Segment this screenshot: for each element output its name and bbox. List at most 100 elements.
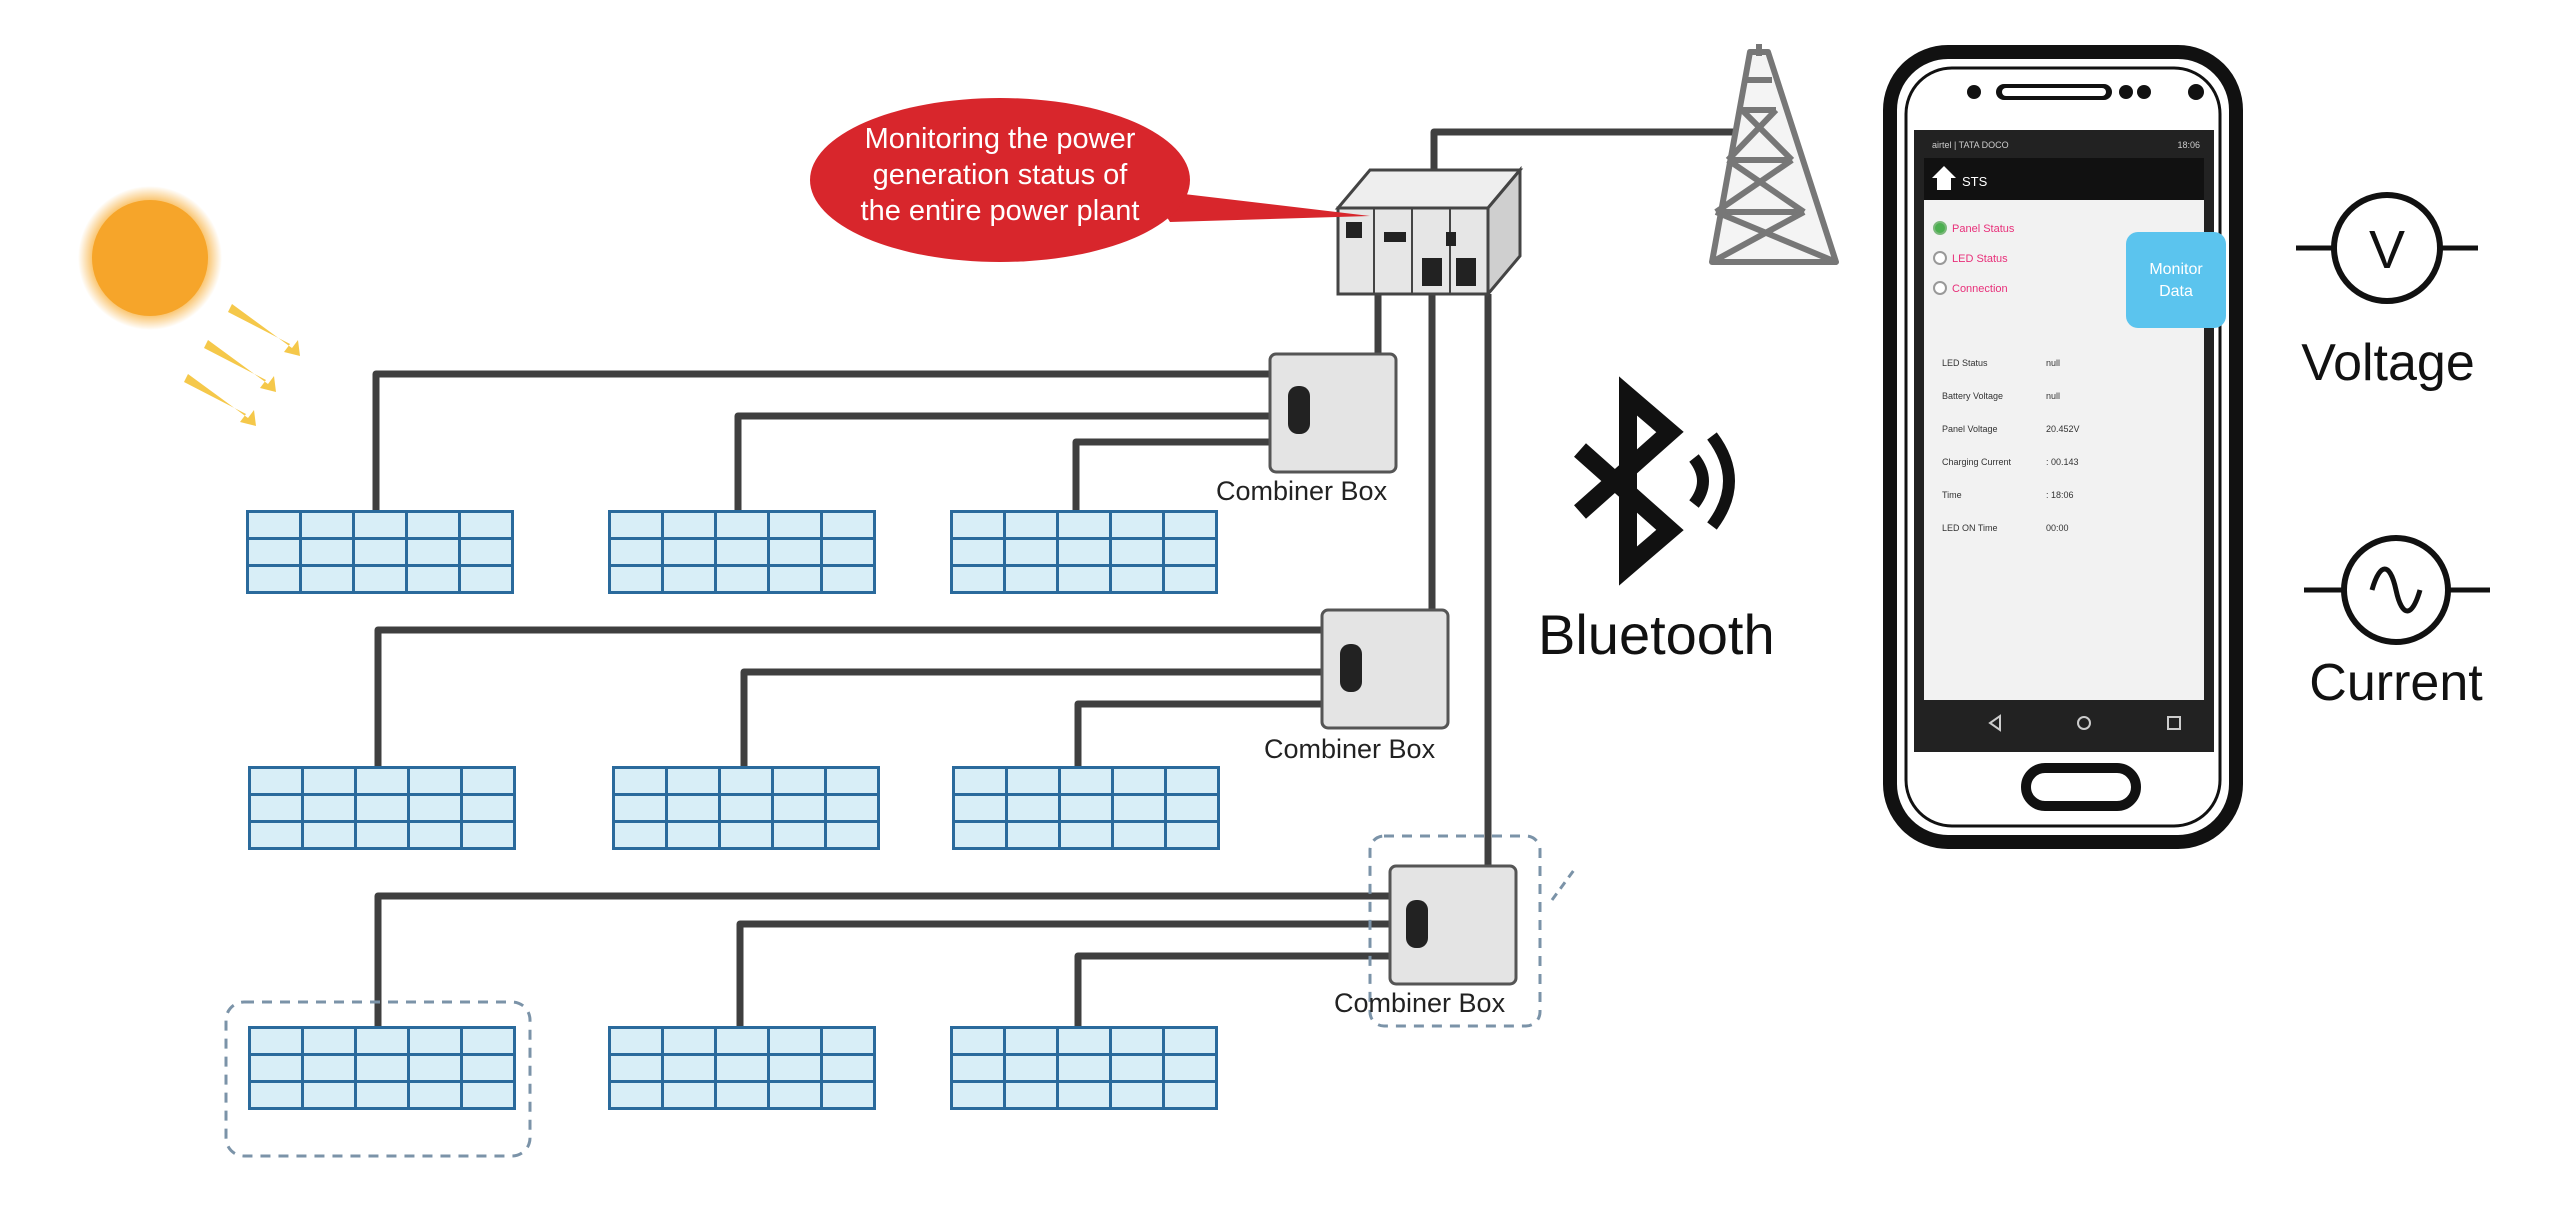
reading-label: Battery Voltage xyxy=(1942,391,2003,401)
monitor-data-button[interactable]: Monitor Data xyxy=(2126,232,2226,328)
solar-cell xyxy=(410,1056,460,1080)
solar-cell xyxy=(410,1083,460,1107)
highlight-box-combiner xyxy=(1368,834,1542,1028)
solar-panel xyxy=(608,1026,876,1110)
solar-cell xyxy=(1059,1056,1109,1080)
solar-panel xyxy=(612,766,880,850)
reading-label: LED Status xyxy=(1942,358,1988,368)
solar-cell xyxy=(664,567,714,591)
sun-icon xyxy=(78,186,300,426)
callout-line-1: Monitoring the power xyxy=(865,123,1136,155)
solar-cell xyxy=(664,540,714,564)
solar-cell xyxy=(1167,796,1217,820)
solar-cell xyxy=(1112,567,1162,591)
solar-cell xyxy=(357,1083,407,1107)
solar-cell xyxy=(668,796,718,820)
solar-cell xyxy=(304,796,354,820)
combiner-box-1 xyxy=(1268,352,1398,474)
monitor-button-line-1: Monitor xyxy=(2149,261,2203,278)
solar-cell xyxy=(1008,796,1058,820)
reading-label: LED ON Time xyxy=(1942,523,1998,533)
combiner-box-2 xyxy=(1320,608,1450,730)
recents-icon[interactable] xyxy=(2167,716,2181,730)
reading-value: : 18:06 xyxy=(2046,490,2074,500)
solar-cell xyxy=(1114,796,1164,820)
reading-label: Charging Current xyxy=(1942,457,2012,467)
solar-cell xyxy=(955,769,1005,793)
solar-cell xyxy=(774,796,824,820)
phone-camera xyxy=(2188,84,2204,100)
solar-cell xyxy=(1008,823,1058,847)
back-icon[interactable] xyxy=(1988,714,2001,732)
combiner-box-label-1: Combiner Box xyxy=(1216,476,1388,506)
combiner-box-label-3: Combiner Box xyxy=(1334,988,1506,1018)
solar-cell xyxy=(408,513,458,537)
solar-cell xyxy=(823,540,873,564)
solar-cell xyxy=(355,567,405,591)
solar-panel xyxy=(950,1026,1218,1110)
solar-cell xyxy=(1167,823,1217,847)
solar-cell xyxy=(955,823,1005,847)
solar-panel xyxy=(246,510,514,594)
solar-cell xyxy=(251,769,301,793)
radio-connection[interactable]: Connection xyxy=(1933,281,2008,295)
solar-cell xyxy=(410,796,460,820)
solar-cell xyxy=(1165,1083,1215,1107)
ammeter-icon xyxy=(2304,535,2490,645)
solar-cell xyxy=(955,796,1005,820)
radio-label-panel-status: Panel Status xyxy=(1952,223,2015,235)
voltmeter-symbol: V xyxy=(2369,220,2405,280)
reading-label: Time xyxy=(1942,490,1962,500)
monitoring-cabinet xyxy=(1334,165,1524,299)
solar-cell xyxy=(463,1056,513,1080)
solar-cell xyxy=(953,1056,1003,1080)
solar-cell xyxy=(1059,540,1109,564)
solar-cell xyxy=(1059,1029,1109,1053)
reading-value: 00:00 xyxy=(2046,523,2069,533)
callout-line-2: generation status of xyxy=(873,159,1129,191)
solar-cell xyxy=(408,567,458,591)
solar-cell xyxy=(823,1056,873,1080)
solar-cell xyxy=(953,1029,1003,1053)
solar-cell xyxy=(302,567,352,591)
home-icon[interactable] xyxy=(1932,166,1956,190)
highlight-box-panel xyxy=(224,1000,532,1158)
solar-cell xyxy=(357,823,407,847)
home-nav-icon[interactable] xyxy=(2077,716,2091,730)
solar-panel xyxy=(952,766,1220,850)
solar-cell xyxy=(770,1056,820,1080)
solar-cell xyxy=(1165,567,1215,591)
solar-cell xyxy=(1006,567,1056,591)
radio-label-led-status: LED Status xyxy=(1952,253,2008,265)
current-label: Current xyxy=(2309,654,2483,712)
solar-cell xyxy=(410,769,460,793)
solar-cell xyxy=(410,1029,460,1053)
radio-led-status[interactable]: LED Status xyxy=(1933,251,2008,265)
solar-cell xyxy=(1165,1056,1215,1080)
solar-cell xyxy=(304,769,354,793)
callout-line-3: the entire power plant xyxy=(861,195,1140,227)
solar-cell xyxy=(770,513,820,537)
solar-cell xyxy=(1112,1029,1162,1053)
solar-cell xyxy=(251,1083,301,1107)
solar-cell xyxy=(302,513,352,537)
solar-cell xyxy=(823,1083,873,1107)
solar-cell xyxy=(664,1056,714,1080)
solar-cell xyxy=(463,796,513,820)
monitor-button-line-2: Data xyxy=(2159,283,2193,300)
solar-cell xyxy=(1061,796,1111,820)
reading-value: null xyxy=(2046,358,2060,368)
solar-cell xyxy=(770,540,820,564)
solar-cell xyxy=(721,823,771,847)
phone-home-button[interactable] xyxy=(2021,763,2141,811)
radio-panel-status[interactable]: Panel Status xyxy=(1933,221,2015,235)
phone-status-time: 18:06 xyxy=(2177,140,2200,150)
sine-wave-icon xyxy=(2369,566,2423,614)
solar-cell xyxy=(1061,769,1111,793)
solar-cell xyxy=(953,1083,1003,1107)
solar-cell xyxy=(461,513,511,537)
solar-cell xyxy=(953,513,1003,537)
solar-panel xyxy=(608,510,876,594)
voltmeter-icon: V xyxy=(2296,192,2478,304)
solar-cell xyxy=(1059,567,1109,591)
